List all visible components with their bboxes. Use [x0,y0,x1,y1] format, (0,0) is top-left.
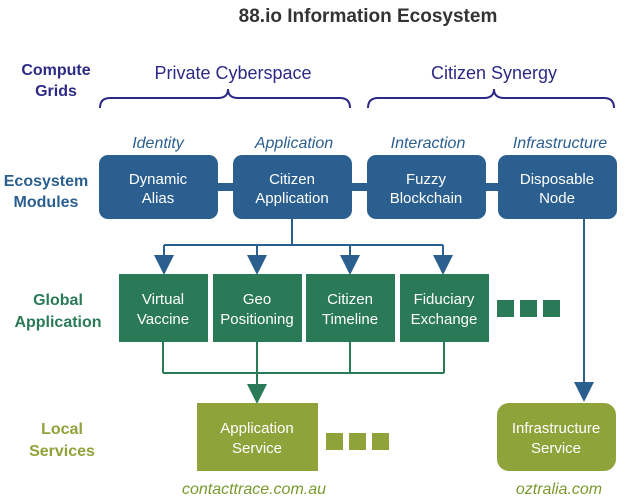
category-infrastructure: Infrastructure [513,135,607,152]
svg-text:Service: Service [232,440,282,457]
row-label-ecosystem-modules: Ecosystem Modules [4,173,89,211]
svg-text:Modules: Modules [14,194,79,211]
distribution-arrows [154,219,453,275]
svg-text:Timeline: Timeline [322,311,378,328]
svg-text:Grids: Grids [35,83,77,100]
global-apps-more-indicator [497,300,560,317]
group-label-citizen-synergy: Citizen Synergy [431,63,557,83]
merge-arrows [162,342,445,404]
module-connector [210,183,510,191]
svg-text:Virtual: Virtual [142,291,184,308]
svg-text:Positioning: Positioning [220,311,293,328]
svg-text:Disposable: Disposable [520,171,594,188]
module-dynamic-alias: Dynamic Alias [99,155,218,219]
category-application: Application [254,135,333,152]
svg-text:Global: Global [33,292,83,309]
svg-text:Node: Node [539,190,575,207]
svg-text:Vaccine: Vaccine [137,311,189,328]
svg-text:Service: Service [531,440,581,457]
svg-text:Application: Application [14,314,101,331]
svg-text:Services: Services [29,443,95,460]
row-label-compute-grids: Compute Grids [21,62,90,100]
category-interaction: Interaction [391,135,466,152]
svg-text:Fiduciary: Fiduciary [414,291,475,308]
svg-text:Dynamic: Dynamic [129,171,188,188]
svg-text:Application: Application [220,420,293,437]
category-identity: Identity [132,135,185,152]
svg-text:Geo: Geo [243,291,271,308]
infrastructure-service: Infrastructure Service [497,403,616,471]
svg-text:Fuzzy: Fuzzy [406,171,447,188]
application-service: Application Service [197,403,318,471]
global-app-geo-positioning: Geo Positioning [213,274,302,342]
row-label-global-application: Global Application [14,292,101,331]
svg-text:Ecosystem: Ecosystem [4,173,89,190]
module-citizen-application: Citizen Application [233,155,352,219]
svg-text:Local: Local [41,421,83,438]
brace-citizen-synergy [367,88,615,109]
url-oztralia: oztralia.com [516,481,602,498]
svg-text:Compute: Compute [21,62,90,79]
module-disposable-node: Disposable Node [498,155,617,219]
svg-text:Citizen: Citizen [327,291,373,308]
svg-text:Infrastructure: Infrastructure [512,420,600,437]
svg-text:Citizen: Citizen [269,171,315,188]
group-label-private-cyberspace: Private Cyberspace [154,63,311,83]
brace-private-cyberspace [99,88,351,109]
services-more-indicator [326,433,389,450]
url-contacttrace: contacttrace.com.au [182,481,326,498]
global-app-virtual-vaccine: Virtual Vaccine [119,274,208,342]
svg-text:Exchange: Exchange [411,311,478,328]
svg-text:Blockchain: Blockchain [390,190,463,207]
svg-text:Application: Application [255,190,328,207]
global-app-citizen-timeline: Citizen Timeline [306,274,395,342]
row-label-local-services: Local Services [29,421,95,460]
diagram-title: 88.io Information Ecosystem [239,6,498,27]
global-app-fiduciary-exchange: Fiduciary Exchange [400,274,489,342]
module-fuzzy-blockchain: Fuzzy Blockchain [367,155,486,219]
svg-text:Alias: Alias [142,190,175,207]
